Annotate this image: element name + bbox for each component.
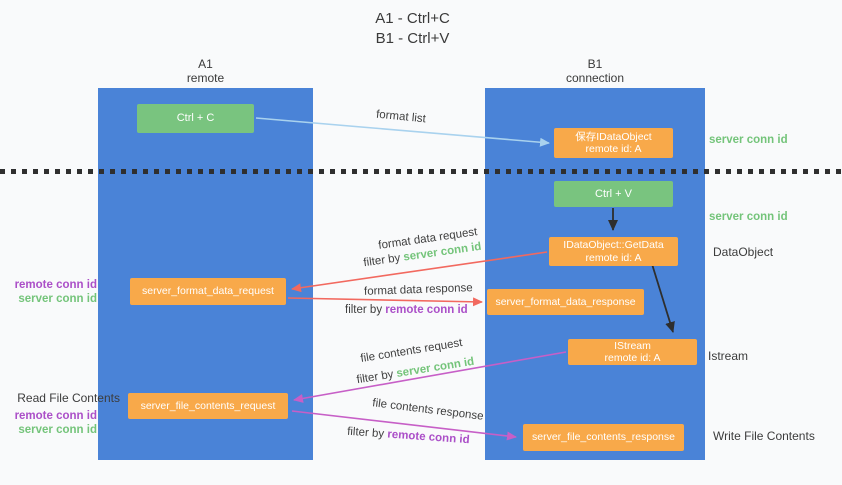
getdata-line1: IDataObject::GetData — [563, 239, 664, 251]
lane-a1-subtitle: remote — [186, 71, 225, 85]
lane-header-b1: B1 connection — [485, 57, 705, 85]
ctrl-v-label: Ctrl + V — [595, 187, 632, 200]
server-format-data-request-box: server_format_data_request — [130, 278, 286, 305]
lane-b1-name: B1 — [587, 57, 603, 71]
file-contents-response-label: file contents response — [371, 397, 485, 423]
save-idataobject-line2: remote id: A — [585, 143, 642, 155]
format-response-label: server_format_data_response — [495, 295, 636, 308]
lane-a1-name: A1 — [198, 57, 213, 71]
left-remote-conn-id-2: remote conn id — [14, 410, 97, 422]
istream-box: IStream remote id: A — [568, 339, 697, 365]
format-request-label: server_format_data_request — [142, 285, 274, 298]
remote-conn-id-text: remote conn id — [385, 304, 468, 316]
ctrl-c-label: Ctrl + C — [176, 112, 215, 125]
server-conn-id-text: server conn id — [395, 355, 476, 380]
filter-by-remote-conn-id-label-1: filter by remote conn id — [345, 304, 468, 316]
format-data-response-label: format data response — [363, 282, 473, 298]
title-line-1: A1 - Ctrl+C — [375, 10, 450, 27]
diagram-title: A1 - Ctrl+C B1 - Ctrl+V — [295, 9, 530, 49]
remote-conn-id-text: remote conn id — [386, 428, 470, 447]
arrow-format-data-response — [287, 297, 483, 307]
save-idataobject-line1: 保存IDataObject — [575, 130, 652, 143]
left-read-file-contents-label: Read File Contents — [17, 391, 120, 405]
right-istream-label: Istream — [708, 349, 749, 363]
title-line-2: B1 - Ctrl+V — [375, 30, 450, 47]
filter-by-text: filter by — [355, 368, 398, 387]
filter-by-text: filter by — [362, 251, 405, 270]
format-list-label: format list — [375, 108, 427, 126]
left-remote-conn-id-1: remote conn id — [14, 279, 97, 291]
filter-by-text: filter by — [345, 304, 386, 316]
right-dataobject-label: DataObject — [713, 245, 774, 259]
idataobject-getdata-box: IDataObject::GetData remote id: A — [549, 237, 678, 266]
lane-b1-subtitle: connection — [565, 71, 625, 85]
server-file-contents-request-box: server_file_contents_request — [128, 393, 288, 419]
filter-by-text: filter by — [346, 425, 388, 441]
istream-line1: IStream — [614, 339, 651, 352]
server-format-data-response-box: server_format_data_response — [487, 289, 644, 315]
getdata-line2: remote id: A — [585, 251, 642, 264]
server-file-contents-response-box: server_file_contents_response — [523, 424, 684, 451]
lane-header-a1: A1 remote — [98, 57, 313, 85]
right-server-conn-id-2: server conn id — [709, 211, 788, 223]
left-server-conn-id-2: server conn id — [18, 424, 97, 436]
right-server-conn-id-1: server conn id — [709, 134, 788, 146]
save-idataobject-box: 保存IDataObject remote id: A — [554, 128, 673, 158]
istream-line2: remote id: A — [604, 352, 661, 364]
dotted-divider — [0, 169, 842, 174]
left-server-conn-id-1: server conn id — [18, 293, 97, 305]
right-write-file-contents-label: Write File Contents — [713, 429, 815, 443]
ctrl-c-box: Ctrl + C — [137, 104, 254, 133]
ctrl-v-box: Ctrl + V — [554, 181, 673, 207]
file-request-label: server_file_contents_request — [140, 399, 276, 412]
file-response-label: server_file_contents_response — [531, 431, 675, 444]
filter-by-remote-conn-id-label-2: filter by remote conn id — [347, 426, 470, 447]
left-conn-id-group-1: remote conn id server conn id — [15, 278, 97, 306]
left-conn-id-group-2: remote conn id server conn id — [15, 409, 97, 437]
